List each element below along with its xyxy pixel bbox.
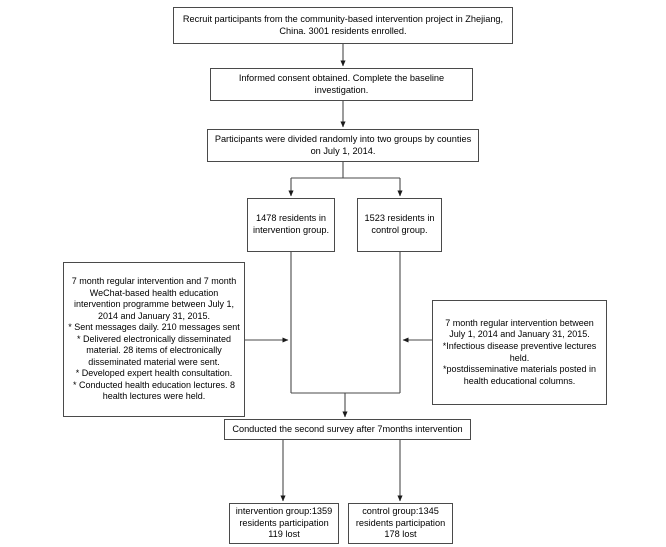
node-second-survey: Conducted the second survey after 7month…	[224, 419, 471, 440]
node-recruit: Recruit participants from the community-…	[173, 7, 513, 44]
node-informed-consent: Informed consent obtained. Complete the …	[210, 68, 473, 101]
node-control-group: 1523 residents in control group.	[357, 198, 442, 252]
node-intervention-group: 1478 residents in intervention group.	[247, 198, 335, 252]
node-randomization: Participants were divided randomly into …	[207, 129, 479, 162]
node-outcome-intervention: intervention group:1359 residents partic…	[229, 503, 339, 544]
node-intervention-arm-details: 7 month regular intervention and 7 month…	[63, 262, 245, 417]
node-control-arm-details: 7 month regular intervention between Jul…	[432, 300, 607, 405]
node-outcome-control: control group:1345 residents participati…	[348, 503, 453, 544]
